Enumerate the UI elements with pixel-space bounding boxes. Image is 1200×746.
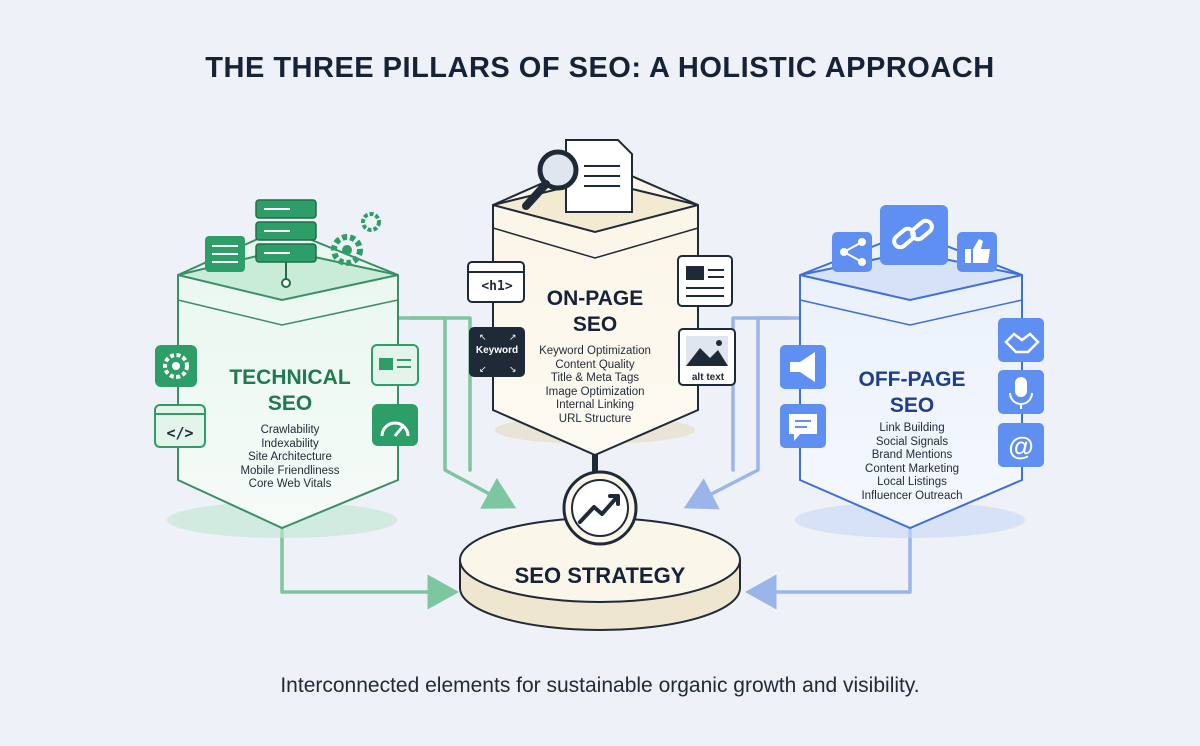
offpage-list-item: Local Listings — [877, 476, 947, 489]
svg-text:↘: ↘ — [509, 364, 517, 374]
offpage-list-item: Link Building — [879, 422, 945, 434]
svg-text:↗: ↗ — [509, 332, 517, 342]
article-icon — [677, 255, 733, 307]
image-alt-icon — [678, 328, 736, 386]
technical-list-item: Site Architecture — [248, 451, 332, 464]
connector-arrows — [280, 316, 912, 610]
svg-text:@: @ — [1008, 431, 1033, 461]
onpage-title-line1: ON-PAGE — [546, 287, 644, 310]
onpage-seo-title: ON-PAGE SEO — [510, 286, 680, 338]
trend-up-icon — [578, 494, 620, 524]
speed-gauge-icon — [372, 404, 418, 446]
chat-icon — [780, 404, 826, 448]
h1-window-icon — [467, 261, 525, 303]
offpage-title-line1: OFF-PAGE — [858, 368, 966, 391]
alt-text-badge: alt text — [691, 372, 725, 383]
link-icon — [880, 205, 948, 265]
offpage-title-line2: SEO — [889, 394, 935, 417]
page-subtitle: Interconnected elements for sustainable … — [280, 674, 920, 697]
onpage-title-line2: SEO — [572, 313, 618, 336]
sliders-icon — [205, 236, 245, 272]
at-sign-icon: @ — [998, 423, 1044, 467]
svg-text:↙: ↙ — [479, 364, 487, 374]
onpage-list-item: Title & Meta Tags — [550, 372, 640, 385]
technical-seo-title: TECHNICAL SEO — [205, 365, 375, 417]
webpage-layout-icon — [371, 344, 419, 386]
code-window-icon: </> — [154, 404, 206, 448]
onpage-list-item: Keyword Optimization — [539, 345, 651, 357]
offpage-seo-title: OFF-PAGE SEO — [827, 367, 997, 419]
arrow-offpage-to-strategy — [745, 518, 912, 610]
handshake-icon — [998, 318, 1044, 362]
offpage-list-item: Content Marketing — [865, 462, 959, 475]
technical-pillar — [167, 226, 399, 538]
offpage-icons: @ — [780, 205, 1044, 467]
arrow-technical-to-strategy — [280, 518, 459, 610]
h1-badge: <h1> — [481, 279, 513, 294]
server-icon — [255, 199, 317, 288]
svg-text:</>: </> — [166, 424, 193, 442]
technical-list-item: Indexability — [261, 437, 319, 450]
technical-list-item: Crawlability — [260, 424, 320, 436]
magnifier-document-icon — [522, 139, 633, 213]
thumbs-up-icon — [957, 232, 997, 272]
offpage-list-item: Social Signals — [875, 435, 949, 448]
onpage-list-item: Image Optimization — [545, 385, 645, 398]
settings-gear-icon — [155, 345, 197, 387]
technical-title-line2: SEO — [267, 392, 313, 415]
offpage-pillar — [795, 230, 1025, 538]
offpage-list-item: Brand Mentions — [871, 449, 953, 462]
page-title: THE THREE PILLARS OF SEO: A HOLISTIC APP… — [205, 52, 995, 84]
technical-list-item: Core Web Vitals — [248, 478, 332, 491]
arrow-strategy-to-offpage — [731, 316, 790, 472]
onpage-pillar — [492, 158, 699, 478]
onpage-list-item: Content Quality — [555, 358, 635, 371]
megaphone-icon — [780, 345, 826, 389]
share-icon — [832, 232, 872, 272]
technical-icons: </> — [154, 199, 419, 448]
microphone-icon — [998, 370, 1044, 414]
technical-list-item: Mobile Friendliness — [240, 464, 340, 477]
gear-icon — [331, 212, 381, 266]
keyword-badge: Keyword — [475, 345, 519, 356]
onpage-list-item: Internal Linking — [556, 399, 634, 412]
seo-strategy-label: SEO STRATEGY — [514, 563, 686, 588]
keyword-icon: ↖ ↗ ↙ ↘ — [469, 327, 525, 377]
technical-title-line1: TECHNICAL — [229, 366, 351, 389]
offpage-list-item: Influencer Outreach — [861, 489, 963, 502]
onpage-list-item: URL Structure — [558, 412, 632, 425]
strategy-platform — [459, 470, 741, 631]
onpage-icons: ↖ ↗ ↙ ↘ — [467, 139, 736, 386]
arrow-strategy-to-onpage — [408, 316, 472, 472]
svg-text:↖: ↖ — [479, 332, 487, 342]
